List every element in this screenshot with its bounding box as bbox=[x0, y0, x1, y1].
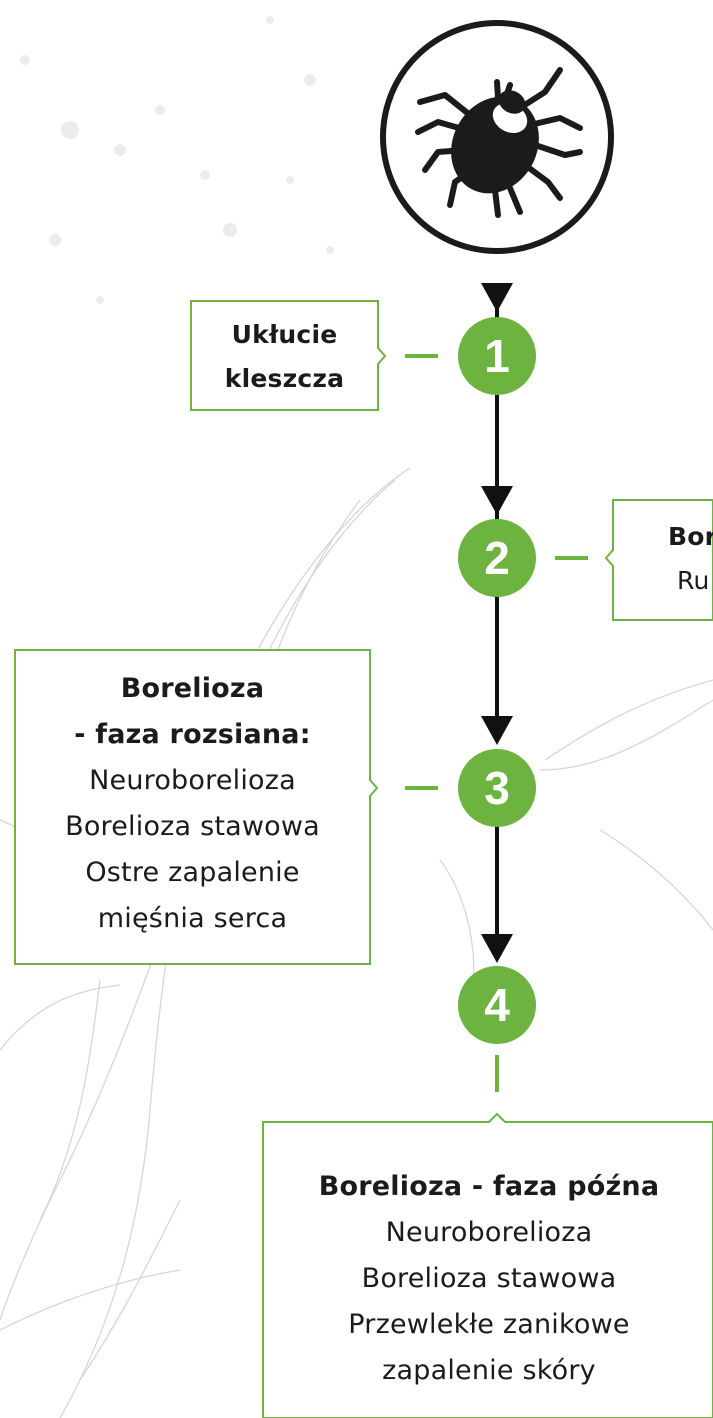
box-step-4 bbox=[262, 1112, 713, 1418]
step-marker-1 bbox=[458, 317, 536, 395]
background-dots bbox=[20, 16, 334, 1387]
step-3-title-line: Borelioza bbox=[120, 673, 265, 704]
step-3-line: Neuroborelioza bbox=[89, 765, 296, 796]
step-4-line: Przewlekłe zanikowe bbox=[348, 1309, 630, 1340]
info-boxes bbox=[14, 300, 713, 1418]
step-3-title-line: - faza rozsiana: bbox=[74, 719, 311, 750]
step-number-4: 4 bbox=[484, 979, 510, 1031]
step-number-1: 1 bbox=[484, 330, 510, 382]
step-4-line: Neuroborelioza bbox=[385, 1217, 593, 1248]
step-4-title: Borelioza - faza późna bbox=[318, 1171, 660, 1202]
step-2-title: Bor bbox=[668, 522, 713, 551]
step-marker-2 bbox=[458, 519, 536, 597]
step-3-line: Ostre zapalenie bbox=[85, 857, 300, 888]
step-number-2: 2 bbox=[484, 532, 510, 584]
step-4-line: zapalenie skóry bbox=[382, 1355, 596, 1386]
step-number-3: 3 bbox=[484, 762, 510, 814]
box-step-2 bbox=[604, 499, 713, 621]
step-3-line: Borelioza stawowa bbox=[65, 811, 320, 842]
connectors bbox=[405, 354, 588, 1092]
step-2-label: Bor Ru bbox=[613, 515, 713, 615]
tick-icon-circle bbox=[380, 20, 614, 254]
step-3-label: Borelioza - faza rozsiana: Neuroborelioz… bbox=[15, 666, 370, 942]
arrow-down-icon bbox=[481, 283, 513, 312]
step-marker-3 bbox=[458, 749, 536, 827]
step-3-line: mięśnia serca bbox=[97, 903, 288, 934]
arrow-down-icon bbox=[481, 934, 513, 963]
arrow-down-icon bbox=[481, 716, 513, 745]
box-step-3 bbox=[14, 649, 379, 965]
step-4-line: Borelioza stawowa bbox=[361, 1263, 617, 1294]
arrow-heads bbox=[481, 283, 513, 963]
step-1-line: Ukłucie bbox=[231, 320, 338, 349]
box-step-1 bbox=[190, 300, 387, 411]
step-1-label: Ukłucie kleszcza bbox=[191, 313, 378, 401]
step-marker-4 bbox=[458, 966, 536, 1044]
arrow-down-icon bbox=[481, 486, 513, 515]
step-2-line: Ru bbox=[677, 566, 710, 595]
step-4-label: Borelioza - faza późna Neuroborelioza Bo… bbox=[300, 1164, 678, 1394]
step-1-line: kleszcza bbox=[224, 364, 345, 393]
